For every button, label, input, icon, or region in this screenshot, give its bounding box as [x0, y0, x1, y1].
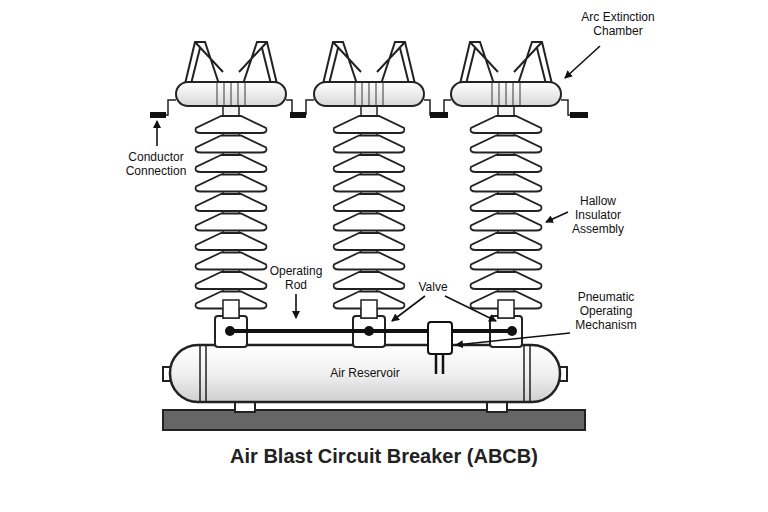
insulator-disc [334, 233, 405, 250]
insulator-disc [196, 214, 267, 231]
insulator-disc [196, 155, 267, 172]
insulator-disc [471, 233, 542, 250]
insulator-disc [334, 175, 405, 192]
insulator-disc [196, 175, 267, 192]
chamber-frame [514, 42, 552, 84]
part-label: Pneumatic Operating Mechanism [567, 290, 645, 332]
conductor-terminal [430, 112, 448, 118]
insulator-disc [471, 214, 542, 231]
chamber-frame [185, 42, 223, 84]
chamber-rib [368, 83, 369, 105]
chamber-rib [216, 83, 217, 105]
chamber-rib [491, 83, 492, 105]
rod-joint [507, 326, 517, 336]
conductor-terminal [150, 112, 166, 118]
part-label: Hallow Insulator Assembly [566, 194, 630, 236]
chamber-frame [323, 42, 361, 84]
insulator-foot [361, 300, 377, 318]
arc-chamber [314, 82, 424, 106]
chamber-rib [375, 83, 376, 105]
arc-chamber [176, 82, 286, 106]
chamber-rib [519, 83, 520, 105]
insulator-disc [196, 116, 267, 133]
air-reservoir: Air Reservoir [176, 348, 554, 398]
insulator-disc [471, 194, 542, 211]
chamber-rib [498, 83, 499, 105]
chamber-frame [239, 42, 277, 84]
conductor-wire [306, 100, 314, 115]
chamber-rib [512, 83, 513, 105]
insulator-disc [196, 253, 267, 270]
arc-chambers [176, 42, 561, 106]
part-label: Operating Rod [263, 264, 329, 292]
chamber-rib [244, 83, 245, 105]
insulator-disc [196, 233, 267, 250]
part-label: Conductor Connection [108, 150, 204, 178]
chamber-frame [460, 42, 498, 84]
base-plate [163, 410, 585, 430]
leader-lines [157, 46, 600, 345]
insulator-disc [196, 272, 267, 289]
part-label: Valve [408, 280, 458, 294]
insulator-disc [196, 194, 267, 211]
insulator-disc [471, 253, 542, 270]
chamber-rib [230, 83, 231, 105]
chamber-frame [377, 42, 415, 84]
insulator-disc [471, 136, 542, 153]
arc-chamber [451, 82, 561, 106]
air-tank [170, 345, 560, 402]
insulator-disc [471, 116, 542, 133]
insulator-foot [223, 300, 239, 318]
insulator-disc [196, 136, 267, 153]
rod-joint [364, 326, 374, 336]
insulator-disc [334, 253, 405, 270]
part-label: Arc Extinction Chamber [568, 10, 668, 38]
insulator-columns [196, 104, 542, 318]
insulator-disc [334, 272, 405, 289]
chamber-rib [237, 83, 238, 105]
air-pipe [436, 352, 443, 374]
conductor-wire [165, 100, 176, 115]
insulator-disc [471, 175, 542, 192]
tank-band [200, 346, 530, 401]
insulator-disc [471, 272, 542, 289]
tank-label: Air Reservoir [330, 366, 399, 380]
chamber-rib [354, 83, 355, 105]
insulator-disc [334, 136, 405, 153]
conductor-terminal [290, 112, 306, 118]
rod-joint [225, 326, 235, 336]
insulator-disc [334, 155, 405, 172]
chamber-rib [382, 83, 383, 105]
pneumatic-mechanism [428, 322, 452, 354]
insulator-disc [334, 214, 405, 231]
chamber-rib [361, 83, 362, 105]
insulator-disc [471, 155, 542, 172]
insulator-disc [334, 116, 405, 133]
conductor-terminal [570, 112, 588, 118]
insulator-foot [498, 300, 514, 318]
chamber-rib [505, 83, 506, 105]
diagram-title: Air Blast Circuit Breaker (ABCB) [0, 445, 768, 468]
insulator-disc [334, 194, 405, 211]
chamber-rib [223, 83, 224, 105]
